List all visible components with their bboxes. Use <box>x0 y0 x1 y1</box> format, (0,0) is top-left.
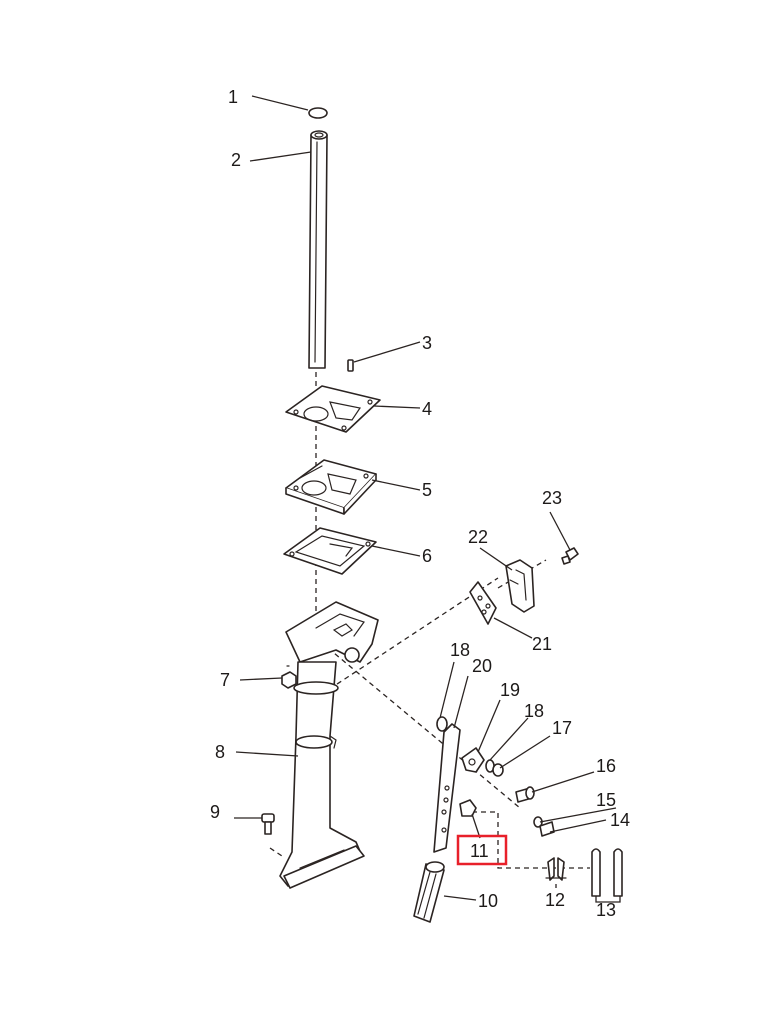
highlight-box-callout-11 <box>456 834 508 866</box>
part-washer-upper <box>436 716 448 732</box>
callout-labels: 1 2 3 4 5 6 7 8 9 10 11 12 13 14 15 16 1… <box>210 87 630 920</box>
callout-23: 23 <box>542 488 562 508</box>
part-throttle-cam <box>459 799 477 817</box>
part-driveshaft-housing <box>279 601 379 889</box>
callout-18-upper: 18 <box>450 640 470 660</box>
callout-6: 6 <box>422 546 432 566</box>
callout-19: 19 <box>500 680 520 700</box>
callout-17: 17 <box>552 718 572 738</box>
callout-2: 2 <box>231 150 241 170</box>
callout-22: 22 <box>468 527 488 547</box>
part-dowel-pin <box>347 359 354 372</box>
part-o-ring <box>308 107 328 119</box>
callout-4: 4 <box>422 399 432 419</box>
part-water-tube <box>308 130 328 369</box>
callout-12: 12 <box>545 890 565 910</box>
part-split-pins <box>591 848 623 897</box>
part-gasket-top <box>285 385 381 433</box>
callout-16: 16 <box>596 756 616 776</box>
callout-3: 3 <box>422 333 432 353</box>
part-bracket-plate <box>469 581 497 625</box>
callout-10: 10 <box>478 891 498 911</box>
callout-21: 21 <box>532 634 552 654</box>
callout-13: 13 <box>596 900 616 920</box>
part-gasket-bottom <box>283 527 377 575</box>
callout-5: 5 <box>422 480 432 500</box>
callout-9: 9 <box>210 802 220 822</box>
part-screw-16 <box>515 786 535 803</box>
callout-8: 8 <box>215 742 225 762</box>
callout-14: 14 <box>610 810 630 830</box>
part-tiller-arm <box>433 723 461 853</box>
part-nut <box>281 665 297 689</box>
part-grip <box>413 861 445 923</box>
callout-7: 7 <box>220 670 230 690</box>
part-throttle-bracket <box>505 559 535 613</box>
part-spring-washer <box>492 763 504 777</box>
callout-15: 15 <box>596 790 616 810</box>
callout-1: 1 <box>228 87 238 107</box>
part-bolt-top <box>561 547 579 565</box>
part-exhaust-plate <box>285 459 377 515</box>
callout-11: 11 <box>470 841 489 861</box>
part-clip <box>545 857 567 881</box>
callout-20: 20 <box>472 656 492 676</box>
part-bolt-left <box>261 813 275 835</box>
part-friction-plate <box>461 747 485 773</box>
callout-18-lower: 18 <box>524 701 544 721</box>
leader-lines <box>234 95 621 903</box>
